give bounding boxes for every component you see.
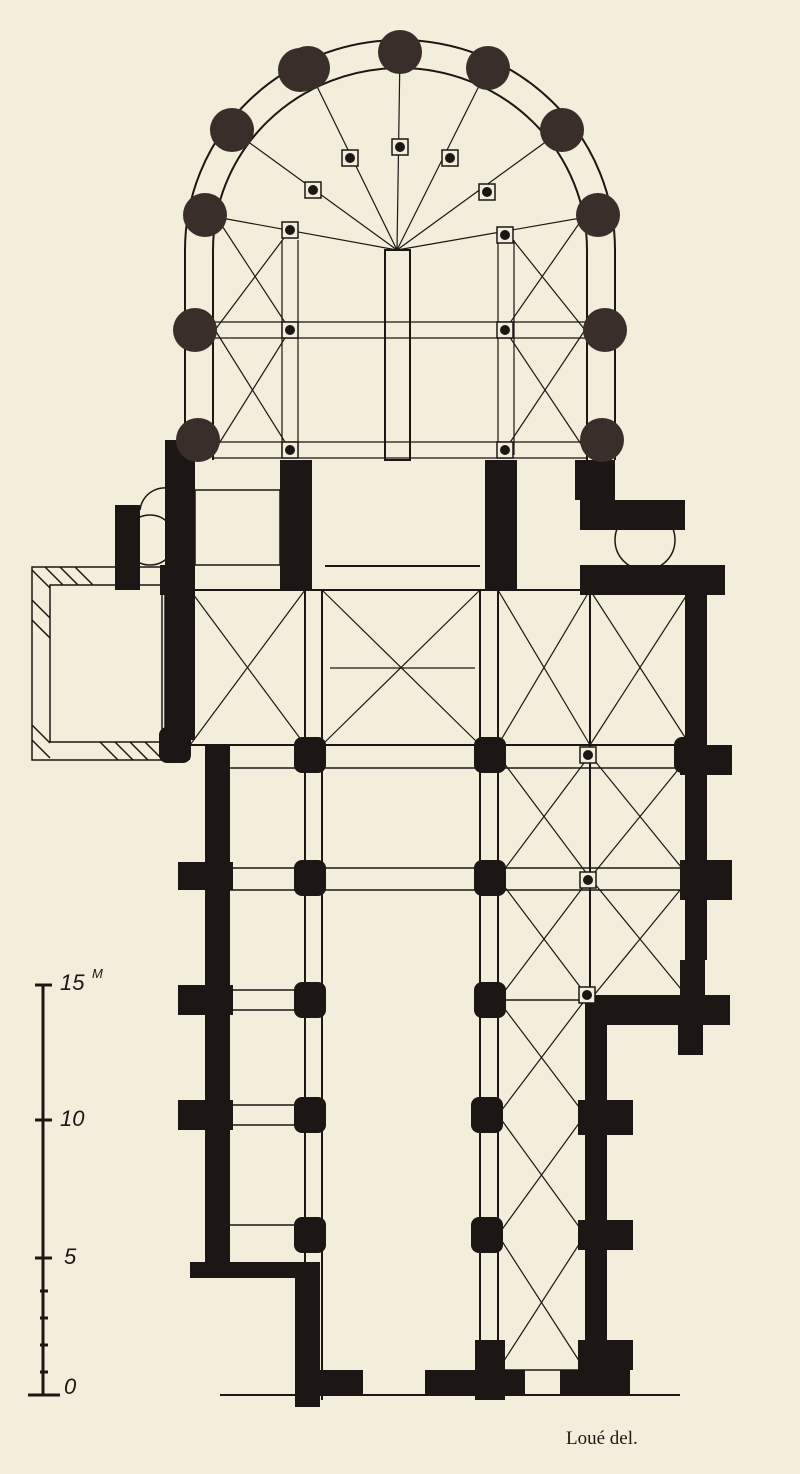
nave-pier bbox=[294, 1217, 326, 1253]
column-shaft bbox=[285, 225, 295, 235]
scale-unit: M bbox=[92, 966, 103, 981]
wall-segment bbox=[115, 505, 140, 590]
column-shaft bbox=[482, 187, 492, 197]
buttress bbox=[578, 1100, 633, 1135]
apse-pier bbox=[176, 418, 220, 462]
wall-segment bbox=[580, 500, 685, 530]
wall-segment bbox=[160, 565, 190, 595]
buttress bbox=[425, 1370, 525, 1395]
column-shaft bbox=[583, 750, 593, 760]
buttress bbox=[298, 1370, 363, 1395]
wall-segment bbox=[485, 460, 517, 590]
buttress bbox=[178, 1100, 233, 1130]
scale-tick-5: 5 bbox=[64, 1244, 77, 1269]
wall-segment bbox=[685, 775, 707, 865]
column-shaft bbox=[308, 185, 318, 195]
apse-pier bbox=[466, 46, 510, 90]
column-shaft bbox=[445, 153, 455, 163]
buttress bbox=[178, 985, 233, 1015]
buttress bbox=[578, 1220, 633, 1250]
wall-segment bbox=[575, 460, 615, 500]
wall-segment bbox=[280, 460, 312, 590]
column-shaft bbox=[285, 325, 295, 335]
column-shaft bbox=[285, 445, 295, 455]
apse-pier bbox=[210, 108, 254, 152]
apse-pier bbox=[183, 193, 227, 237]
column-shaft bbox=[583, 875, 593, 885]
nave-pier bbox=[471, 1097, 503, 1133]
apse bbox=[184, 39, 616, 461]
column-shaft bbox=[395, 142, 405, 152]
buttress bbox=[178, 862, 233, 890]
wall-segment bbox=[585, 995, 730, 1025]
column-shaft bbox=[500, 325, 510, 335]
scale-tick-10: 10 bbox=[60, 1106, 85, 1131]
apse-pier bbox=[378, 30, 422, 74]
apse-pier bbox=[173, 308, 217, 352]
scale-tick-15: 15 bbox=[60, 970, 85, 995]
solid-walls bbox=[115, 440, 732, 1407]
wall-segment bbox=[585, 1020, 607, 1380]
column-shaft bbox=[500, 230, 510, 240]
wall-segment bbox=[680, 960, 705, 1000]
wall-segment bbox=[680, 860, 732, 900]
vault-rib bbox=[204, 214, 398, 251]
wall-segment bbox=[678, 1020, 703, 1055]
wall-segment bbox=[580, 565, 725, 595]
apse-pier bbox=[540, 108, 584, 152]
nave-pier bbox=[294, 1097, 326, 1133]
wall-segment bbox=[685, 595, 707, 745]
apse-pier bbox=[583, 308, 627, 352]
wall-segment bbox=[190, 1262, 305, 1278]
nave-pier bbox=[159, 727, 191, 763]
column-shaft bbox=[500, 445, 510, 455]
nave-pier bbox=[474, 860, 506, 896]
buttress bbox=[560, 1370, 630, 1395]
buttress bbox=[578, 1340, 633, 1370]
draftsman-credit: Loué del. bbox=[566, 1428, 638, 1449]
column-shaft bbox=[582, 990, 592, 1000]
scale-bar bbox=[28, 983, 60, 1397]
nave-pier bbox=[294, 860, 326, 896]
apse-pier bbox=[580, 418, 624, 462]
nave-pier bbox=[674, 737, 706, 773]
apse-pier bbox=[278, 48, 322, 92]
piers bbox=[159, 30, 706, 1253]
apse-pier bbox=[576, 193, 620, 237]
choir-vault-lines bbox=[213, 214, 587, 459]
nave-pier bbox=[474, 737, 506, 773]
nave-pier bbox=[294, 737, 326, 773]
nave-pier bbox=[474, 982, 506, 1018]
nave-pier bbox=[471, 1217, 503, 1253]
column-shaft bbox=[345, 153, 355, 163]
scale-tick-0: 0 bbox=[64, 1374, 77, 1399]
wall-segment bbox=[685, 900, 707, 960]
nave-pier bbox=[294, 982, 326, 1018]
